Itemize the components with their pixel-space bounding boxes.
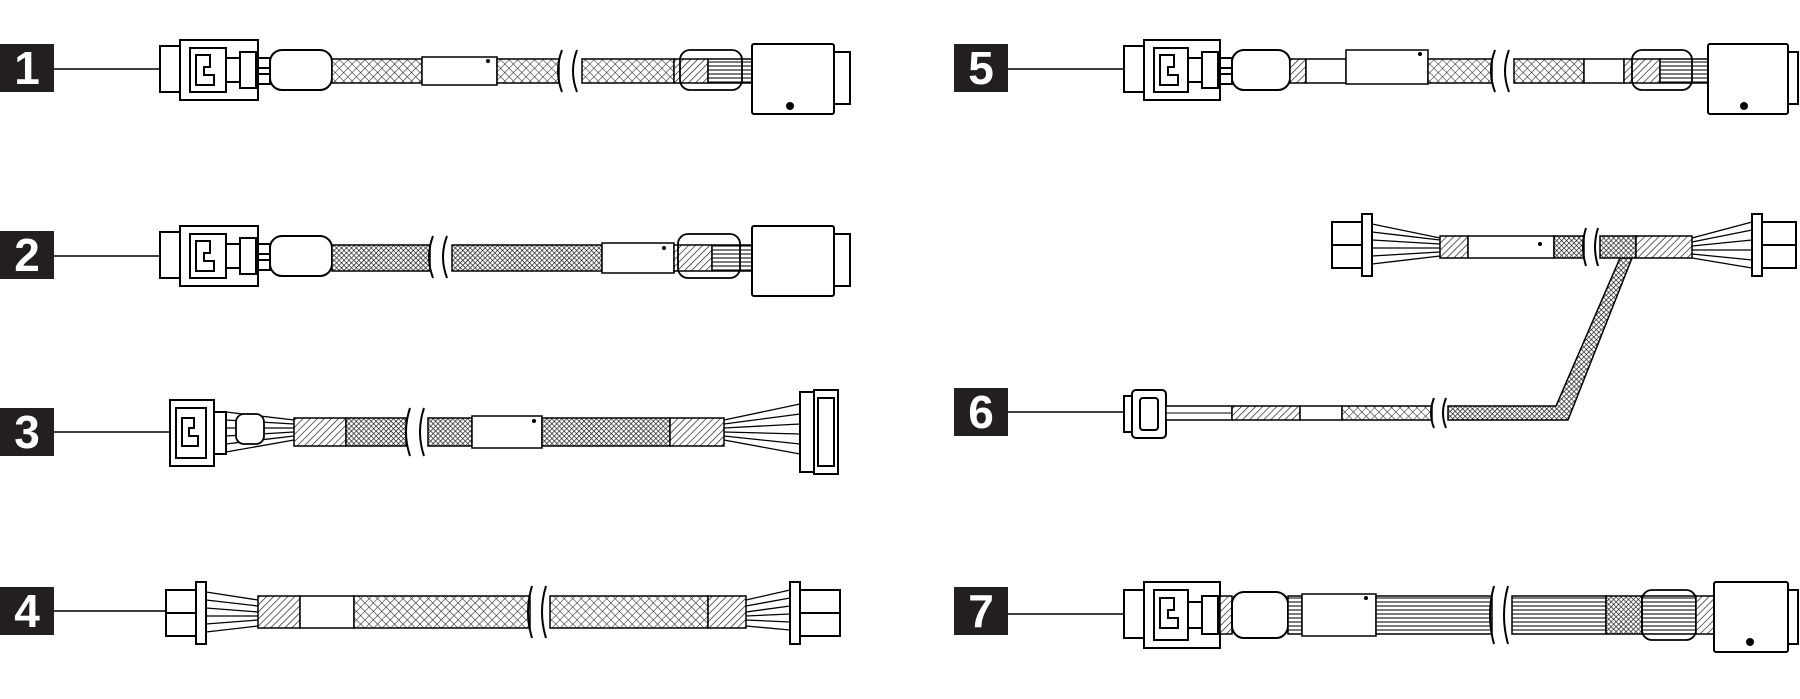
straight-connector-right bbox=[751, 43, 851, 115]
cable-5: 5 bbox=[954, 39, 1799, 115]
callout-box bbox=[0, 231, 54, 279]
callout-2: 2 bbox=[0, 229, 160, 281]
callout-1: 1 bbox=[0, 42, 160, 94]
cable-1: 1 bbox=[0, 39, 851, 115]
callout-number: 2 bbox=[14, 229, 40, 281]
callout-box bbox=[954, 587, 1008, 635]
callout-box bbox=[954, 44, 1008, 92]
wire-fan bbox=[205, 591, 259, 633]
straight-connector-right bbox=[1707, 43, 1799, 115]
callout-box bbox=[954, 388, 1008, 436]
latch-connector-left bbox=[1123, 39, 1233, 101]
callout-number: 4 bbox=[14, 585, 40, 637]
wire-fan bbox=[723, 403, 801, 455]
cable-4: 4 bbox=[0, 581, 841, 645]
cable-3: 3 bbox=[0, 389, 839, 475]
callout-number: 3 bbox=[14, 406, 40, 458]
wire-fan bbox=[745, 589, 791, 631]
callout-4: 4 bbox=[0, 585, 166, 637]
cable-2: 2 bbox=[0, 225, 851, 297]
wire-fan bbox=[1691, 221, 1753, 269]
callout-number: 1 bbox=[14, 42, 40, 94]
small-connector-left bbox=[1123, 389, 1167, 439]
callout-5: 5 bbox=[954, 42, 1124, 94]
latch-connector-left bbox=[1123, 581, 1221, 649]
power-connector-upper-left bbox=[1331, 213, 1373, 277]
straight-connector-right bbox=[751, 225, 851, 297]
callout-number: 7 bbox=[968, 585, 994, 637]
callout-6: 6 bbox=[954, 386, 1124, 438]
wire-fan bbox=[1371, 223, 1441, 265]
straight-connector-right bbox=[1713, 581, 1799, 653]
callout-box bbox=[0, 408, 54, 456]
callout-3: 3 bbox=[0, 406, 170, 458]
latch-connector-left bbox=[159, 225, 271, 287]
latch-connector-left bbox=[169, 399, 227, 467]
callout-box bbox=[0, 587, 54, 635]
cable-6: 6 bbox=[954, 213, 1797, 439]
power-connector-left bbox=[165, 581, 207, 645]
cable-7: 7 bbox=[954, 581, 1799, 653]
edge-connector-right bbox=[799, 389, 839, 475]
power-connector-upper-right bbox=[1751, 213, 1797, 277]
power-connector-right bbox=[789, 581, 841, 645]
latch-connector-left bbox=[159, 39, 271, 101]
callout-7: 7 bbox=[954, 585, 1124, 637]
callout-number: 6 bbox=[968, 386, 994, 438]
callout-box bbox=[0, 44, 54, 92]
callout-number: 5 bbox=[968, 42, 994, 94]
